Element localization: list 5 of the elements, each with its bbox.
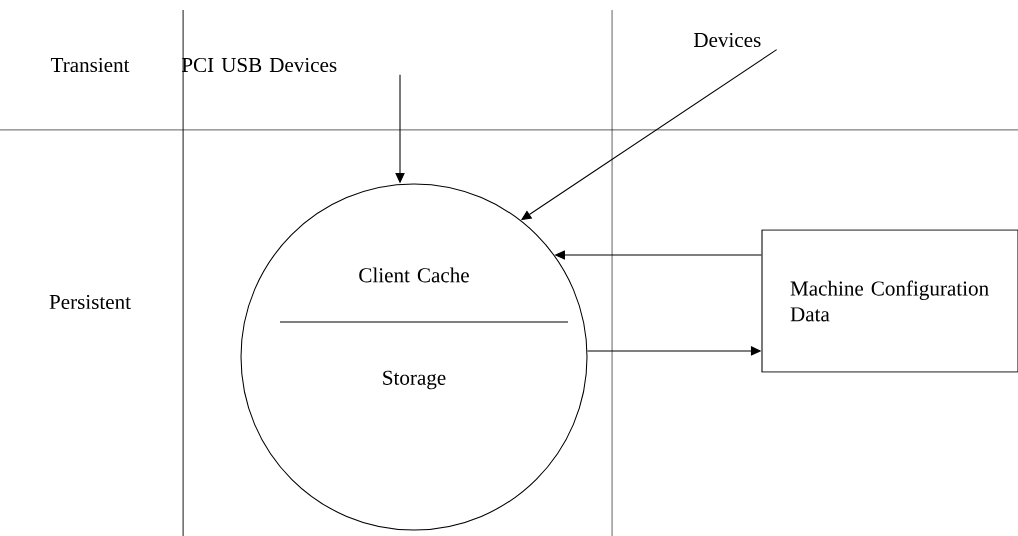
row-label: Persistent (49, 294, 131, 310)
device-label: PCI USB Devices (181, 57, 337, 73)
row-label: Transient (50, 57, 130, 73)
data-box: Machine Configuration Data (761, 229, 1018, 373)
device-label: Devices (693, 32, 761, 48)
